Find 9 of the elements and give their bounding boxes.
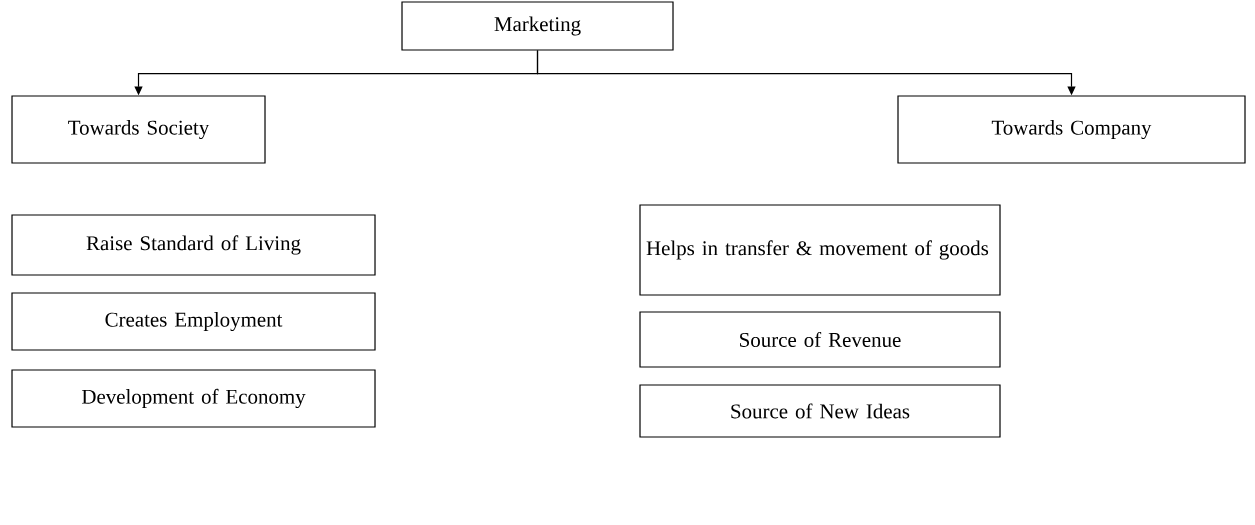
text-box: Development of Economy	[11, 369, 376, 428]
text-box: Towards Society	[11, 95, 266, 164]
text-box: Source of New Ideas	[639, 384, 1001, 438]
text-box: Marketing	[401, 1, 674, 51]
text-box: Towards Company	[897, 95, 1246, 164]
text-box: Raise Standard of Living	[11, 214, 376, 276]
text-box: Helps in transfer & movement of goods	[639, 204, 1001, 296]
text-box: Creates Employment	[11, 292, 376, 351]
text-box: Source of Revenue	[639, 311, 1001, 368]
